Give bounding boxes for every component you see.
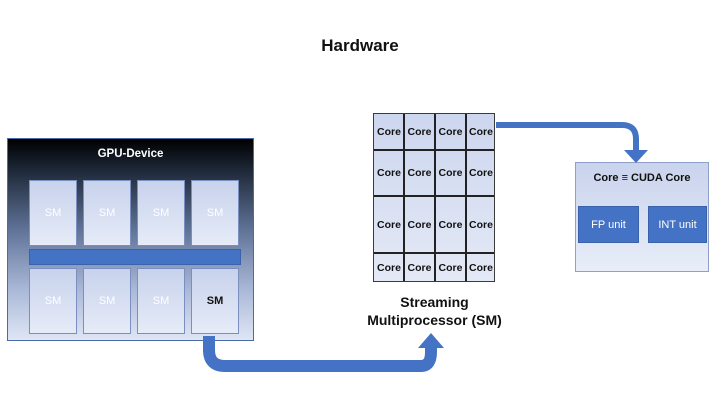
sm-caption-line1: Streaming (400, 294, 469, 310)
core-cell: Core (407, 218, 432, 231)
sm-to-cuda-arrow (496, 122, 639, 150)
sm-block-highlighted: SM (191, 268, 239, 334)
core-cell: Core (407, 262, 432, 274)
core-grid-line (434, 114, 436, 281)
core-grid-line (465, 114, 467, 281)
core-cell: Core (469, 167, 493, 179)
sm-block: SM (29, 268, 77, 334)
sm-block: SM (137, 268, 185, 334)
core-cell: Core (469, 262, 493, 274)
core-grid-line (374, 149, 494, 151)
core-cell: Core (407, 126, 432, 138)
core-cell: Core (438, 218, 463, 231)
core-cell: Core (377, 167, 401, 179)
sm-block: SM (83, 180, 131, 246)
cuda-core-label: Core ≡ CUDA Core (593, 172, 691, 184)
core-cell: Core (438, 262, 463, 274)
fp-unit: FP unit (578, 206, 639, 243)
core-cell: Core (438, 126, 463, 138)
core-cell: Core (377, 218, 401, 231)
core-grid-line (374, 252, 494, 254)
core-cell: Core (469, 126, 493, 138)
gpu-to-sm-arrow (203, 336, 437, 372)
core-cell: Core (438, 167, 463, 179)
sm-block: SM (29, 180, 77, 246)
core-cell: Core (469, 218, 493, 231)
core-cell: Core (377, 126, 401, 138)
gpu-to-sm-arrowhead (418, 333, 444, 348)
core-cell: Core (407, 167, 432, 179)
sm-to-cuda-arrowhead (624, 150, 648, 163)
sm-block: SM (137, 180, 185, 246)
gpu-device-label: GPU-Device (97, 148, 164, 160)
core-grid-line (374, 195, 494, 197)
interconnect-bar (29, 249, 241, 265)
sm-caption: Streaming Multiprocessor (SM) (347, 293, 522, 329)
sm-caption-line2: Multiprocessor (SM) (367, 312, 502, 328)
core-cell: Core (377, 262, 401, 274)
int-unit: INT unit (648, 206, 707, 243)
core-grid-line (403, 114, 405, 281)
diagram-title: Hardware (321, 36, 399, 55)
cuda-core-box: Core ≡ CUDA Core FP unit INT unit (575, 162, 709, 272)
gpu-device-box: GPU-Device SM SM SM SM SM SM SM SM (7, 138, 254, 341)
sm-block: SM (83, 268, 131, 334)
sm-block: SM (191, 180, 239, 246)
